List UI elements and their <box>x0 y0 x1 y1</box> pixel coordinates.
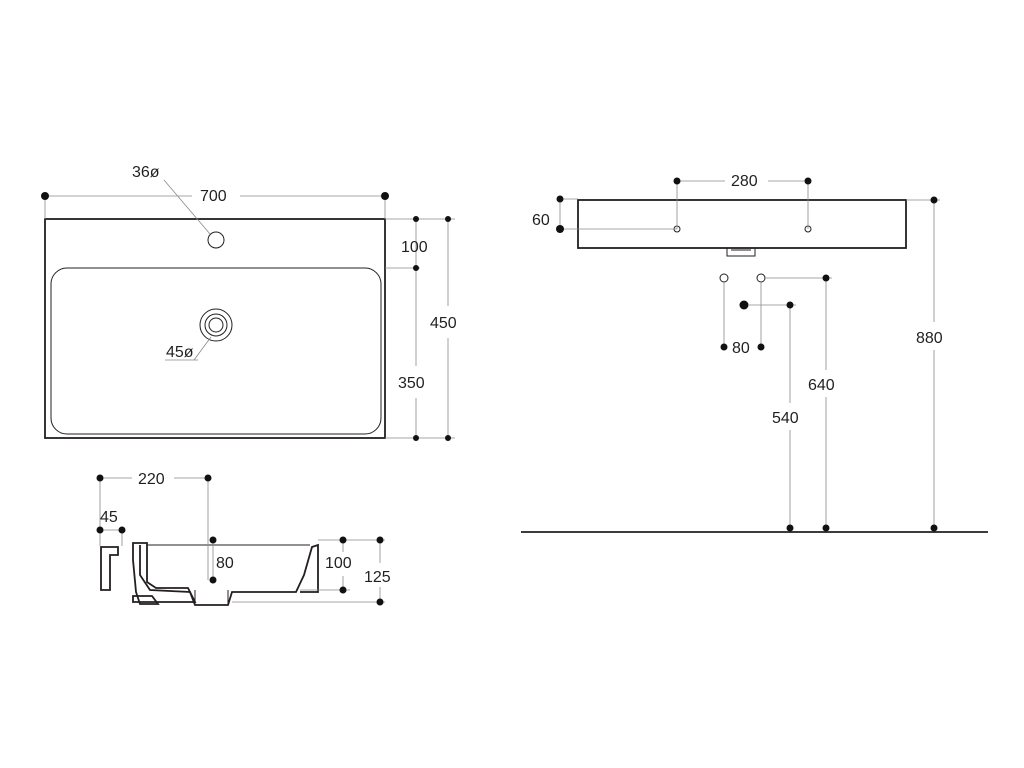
supply-spacing-label: 80 <box>732 340 750 357</box>
wall-thickness-label: 45 <box>100 509 118 526</box>
dim-dot <box>209 576 217 584</box>
dim-dot <box>673 177 681 185</box>
basin-wall-profile <box>132 542 197 605</box>
dim-dot <box>556 225 564 233</box>
dim-dot <box>413 265 419 271</box>
dim-dot <box>96 474 104 482</box>
drain-offset-label: 220 <box>138 471 165 488</box>
dim-dot <box>96 526 104 534</box>
waste-point <box>739 300 749 310</box>
tap-spacing-label: 280 <box>731 173 758 190</box>
back-wall-profile <box>100 546 119 591</box>
dim-dot <box>376 536 384 544</box>
dim-dot <box>786 301 794 309</box>
drain-inner <box>208 317 224 333</box>
basin-depth-label: 350 <box>398 375 425 392</box>
dim-dot <box>556 195 564 203</box>
basin-outline <box>44 218 386 439</box>
dim-dot <box>720 343 728 351</box>
total-height-label: 125 <box>364 569 391 586</box>
dim-dot <box>41 192 49 200</box>
supply-left <box>719 273 729 283</box>
drain-height-label: 80 <box>216 555 234 572</box>
dim-dot <box>413 435 419 441</box>
dim-dot <box>930 196 938 204</box>
waste-height-label: 540 <box>772 410 799 427</box>
tap-hole-diameter-label: 36ø <box>132 164 160 181</box>
dim-dot <box>445 435 451 441</box>
dim-dot <box>209 536 217 544</box>
basin-height-label: 100 <box>325 555 352 572</box>
front-view: 60 280 80 640 540 880 <box>521 173 988 533</box>
total-depth-label: 450 <box>430 315 457 332</box>
drain-diameter-label: 45ø <box>166 344 194 361</box>
width-label: 700 <box>200 188 227 205</box>
rim-depth-label: 100 <box>401 239 428 256</box>
inner-bowl <box>50 267 382 435</box>
section-view: 220 45 80 100 125 <box>96 471 391 606</box>
top-view: 36ø 700 100 350 450 45ø <box>41 164 457 441</box>
dim-dot <box>339 536 347 544</box>
dim-dot <box>339 586 347 594</box>
drain-leader <box>193 336 212 361</box>
front-basin-outline <box>577 199 907 249</box>
dim-dot <box>381 192 389 200</box>
dim-dot <box>786 524 794 532</box>
dim-dot <box>413 216 419 222</box>
basin-section-outline <box>139 543 319 606</box>
mount-height-label: 880 <box>916 330 943 347</box>
dim-dot <box>118 526 126 534</box>
drain-ring <box>204 313 228 337</box>
dim-dot <box>376 598 384 606</box>
dim-dot <box>757 343 765 351</box>
supply-right <box>756 273 766 283</box>
tap-hole-leader <box>163 179 211 235</box>
dim-dot <box>804 177 812 185</box>
supply-height-label: 640 <box>808 377 835 394</box>
drain-outer <box>199 308 233 342</box>
dim-dot <box>445 216 451 222</box>
drain-section <box>194 590 229 605</box>
front-height-label: 60 <box>532 212 550 229</box>
dim-dot <box>822 274 830 282</box>
dim-dot <box>822 524 830 532</box>
waste-outlet <box>726 248 756 257</box>
dim-dot <box>204 474 212 482</box>
dim-dot <box>930 524 938 532</box>
tap-hole <box>207 231 225 249</box>
